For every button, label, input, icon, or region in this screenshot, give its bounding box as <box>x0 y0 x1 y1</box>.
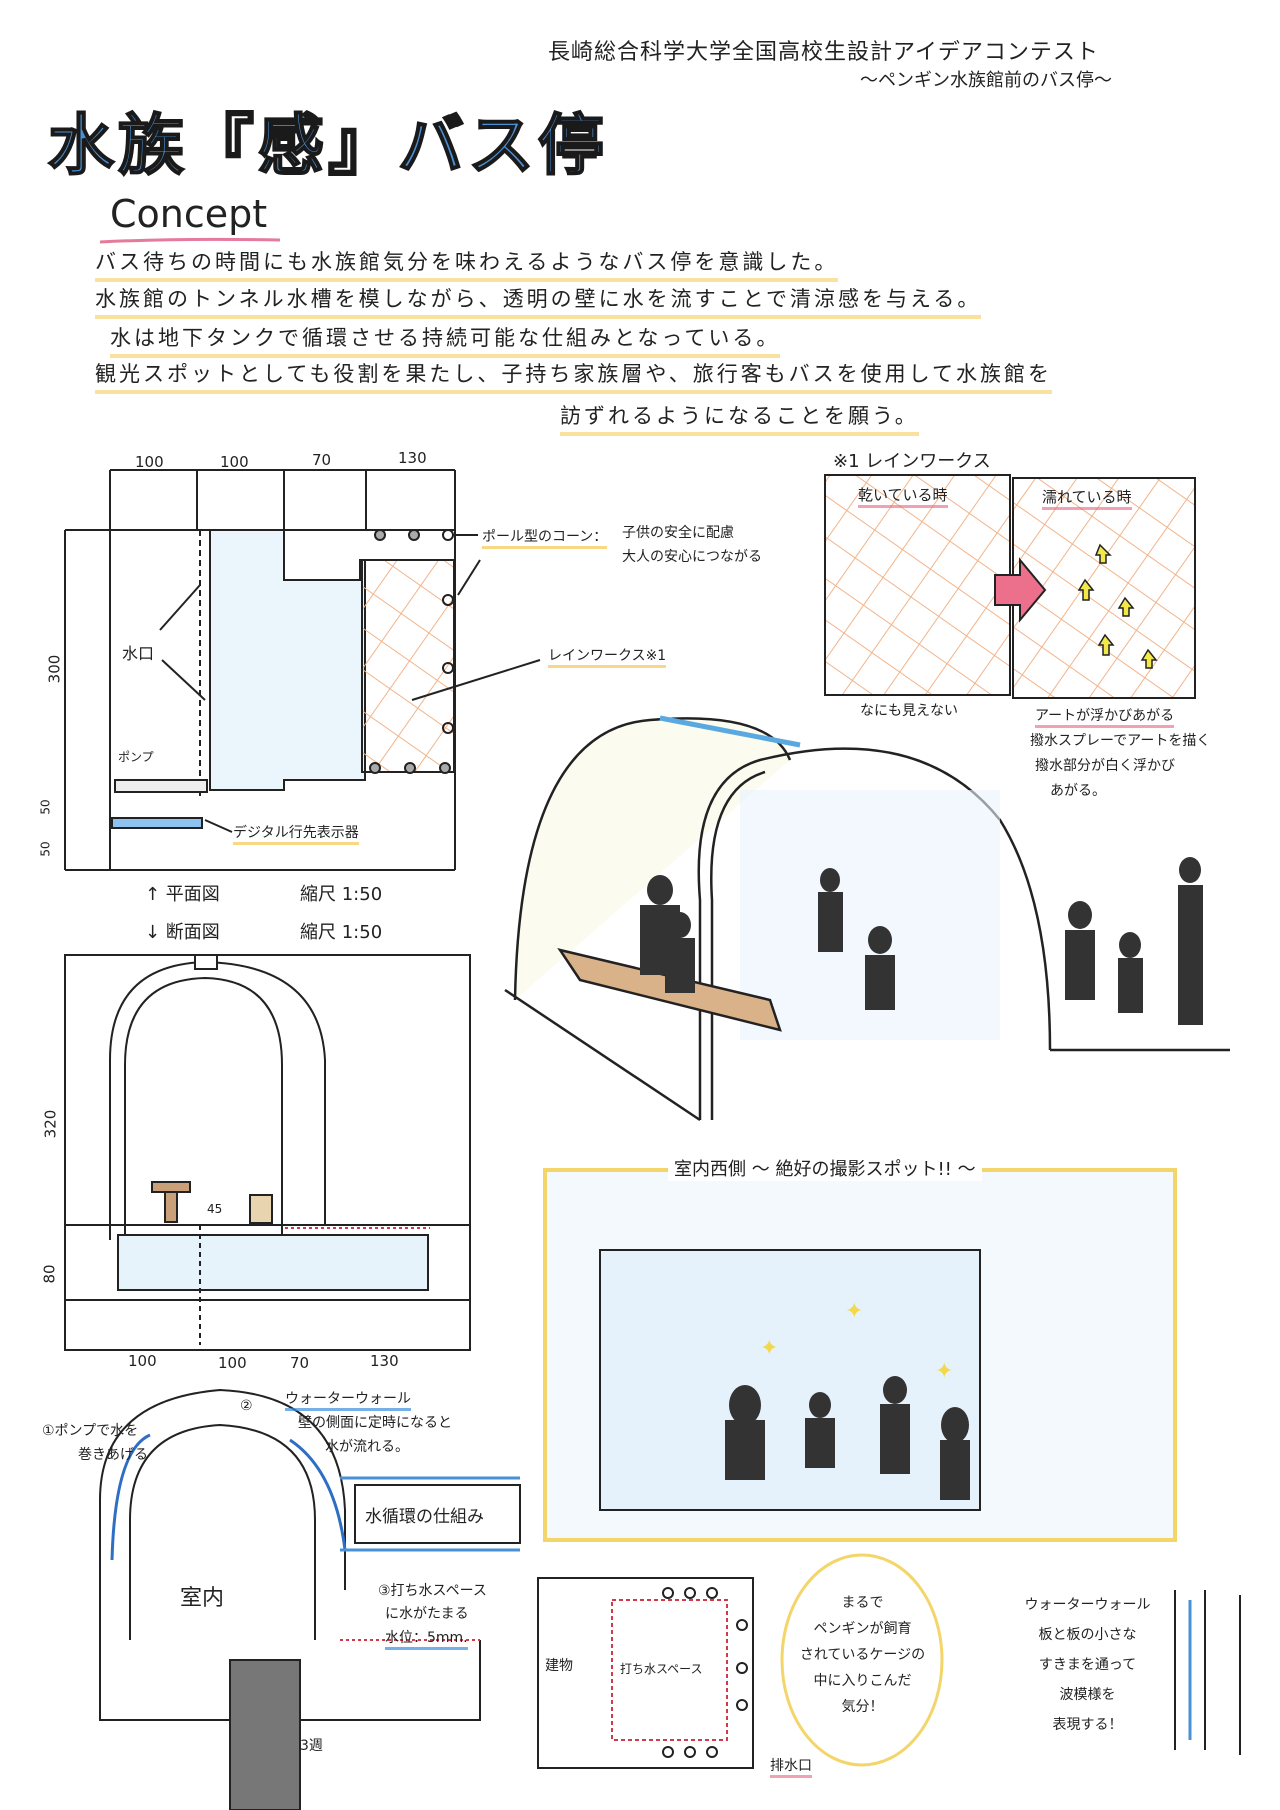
waterwall-line: すきまを通って <box>1038 1657 1137 1673</box>
rainworks-panel <box>824 474 1196 699</box>
wet-note: 撥水スプレーでアートを描く <box>1030 733 1211 749</box>
section-scale: 縮尺 1:50 <box>300 922 383 943</box>
concept-heading: Concept <box>110 192 268 236</box>
concept-line: 観光スポットとしても役割を果たし、子持ち家族層や、旅行客もバスを使用して水族館を <box>95 358 1053 394</box>
dim-label: 50 <box>38 841 53 857</box>
pole-cone-note: 大人の安心につながる <box>622 549 762 565</box>
indoor-label: 室内 <box>180 1586 225 1611</box>
step3-label: ③打ち水スペース <box>378 1583 487 1599</box>
bubble-line: 中に入りこんだ <box>813 1673 912 1689</box>
pole-cone-label: ポール型のコーン： <box>482 526 608 549</box>
dim-label: 100 <box>128 1352 157 1370</box>
bubble-line: 気分！ <box>841 1699 884 1715</box>
svg-text:✦: ✦ <box>760 1336 778 1361</box>
step1-label: 巻きあげる <box>78 1447 148 1463</box>
circulation-box-title: 水循環の仕組み <box>365 1507 484 1527</box>
wet-note: 撥水部分が白く浮かび <box>1035 758 1175 774</box>
dim-label: 300 <box>45 654 64 684</box>
concept-line: 水族館のトンネル水槽を模しながら、透明の壁に水を流すことで清涼感を与える。 <box>95 283 982 319</box>
waterwall-line: ウォーターウォール <box>1024 1597 1151 1613</box>
step2-number: ② <box>240 1398 253 1414</box>
step1-label: ①ポンプで水を <box>42 1423 139 1439</box>
photo-spot-title: 室内西側 〜 絶好の撮影スポット!! 〜 <box>668 1155 982 1181</box>
dim-label: 100 <box>218 1354 247 1372</box>
splash-space-label: 打ち水スペース <box>620 1662 703 1676</box>
concept-line: バス待ちの時間にも水族館気分を味わえるようなバス停を意識した。 <box>95 246 839 282</box>
dim-label: 100 <box>220 453 249 471</box>
waterwall-line: 波模様を <box>1059 1687 1116 1703</box>
wet-label: 濡れている時 <box>1042 486 1132 510</box>
section-drawing <box>64 954 471 1351</box>
building-label: 建物 <box>545 1658 573 1674</box>
concept-line: 水は地下タンクで循環させる持続可能な仕組みとなっている。 <box>110 322 781 358</box>
waterwall-line: 板と板の小さな <box>1038 1627 1137 1643</box>
waterwall-line: 表現する！ <box>1052 1717 1123 1733</box>
step3-label: に水がたまる <box>385 1606 469 1622</box>
page-title: 水族『感』バス停 <box>47 106 608 185</box>
thought-bubble <box>780 1553 944 1767</box>
bubble-line: されているケージの <box>799 1647 926 1663</box>
plan-drawing <box>64 469 541 871</box>
gap-label: 3週 <box>300 1738 323 1754</box>
svg-text:✦: ✦ <box>845 1299 863 1324</box>
plan-scale: 縮尺 1:50 <box>300 884 383 905</box>
section-caption: ↓ 断面図 <box>145 922 220 943</box>
step2-note: 壁の側面に定時になると <box>298 1415 452 1431</box>
dim-label: 320 <box>41 1109 60 1139</box>
wet-caption: アートが浮かびあがる <box>1035 705 1175 728</box>
dim-label: 50 <box>38 799 53 815</box>
pump-label: ポンプ <box>118 750 154 764</box>
pole-cone-note: 子供の安全に配慮 <box>622 525 734 541</box>
dim-label: 130 <box>370 1352 399 1370</box>
wet-note: あがる。 <box>1050 783 1106 799</box>
bubble-line: ペンギンが飼育 <box>813 1621 912 1637</box>
step3-label: 水位：5mm. <box>385 1627 468 1650</box>
contest-subtitle: 〜ペンギン水族館前のバス停〜 <box>860 70 1112 91</box>
bubble-text: まるで ペンギンが飼育 されているケージの 中に入りこんだ 気分！ <box>790 1590 935 1720</box>
rainworks-label: レインワークス※1 <box>548 645 667 668</box>
bubble-line: まるで <box>841 1595 884 1611</box>
step2-note: 水が流れる。 <box>325 1439 409 1455</box>
drain-label: 排水口 <box>770 1755 812 1778</box>
circulation-diagram <box>99 1388 521 1810</box>
water-outlet-label: 水口 <box>122 644 155 663</box>
contest-title: 長崎総合科学大学全国高校生設計アイデアコンテスト <box>548 40 1099 65</box>
dim-label: 80 <box>40 1264 59 1284</box>
step2-title: ウォーターウォール <box>285 1388 411 1411</box>
display-label: デジタル行先表示器 <box>233 822 359 845</box>
splash-plan <box>537 1577 754 1769</box>
dim-label: 70 <box>312 451 332 469</box>
plan-caption: ↑ 平面図 <box>145 884 220 905</box>
rainworks-title: ※1 レインワークス <box>833 451 991 472</box>
svg-text:✦: ✦ <box>935 1359 953 1384</box>
dim-label: 100 <box>135 453 164 471</box>
dim-label: 70 <box>290 1354 310 1372</box>
perspective-sketch <box>504 715 1230 1122</box>
dim-label: 130 <box>398 449 427 467</box>
photo-spot-frame: ✦ ✦ ✦ <box>543 1168 1177 1542</box>
waterwall-note: ウォーターウォール 板と板の小さな すきまを通って 波模様を 表現する！ <box>1005 1590 1170 1740</box>
concept-line: 訪ずれるようになることを願う。 <box>560 400 919 436</box>
bench-height-label: 45 <box>207 1202 223 1216</box>
dry-label: 乾いている時 <box>858 484 948 508</box>
dry-caption: なにも見えない <box>860 703 958 719</box>
